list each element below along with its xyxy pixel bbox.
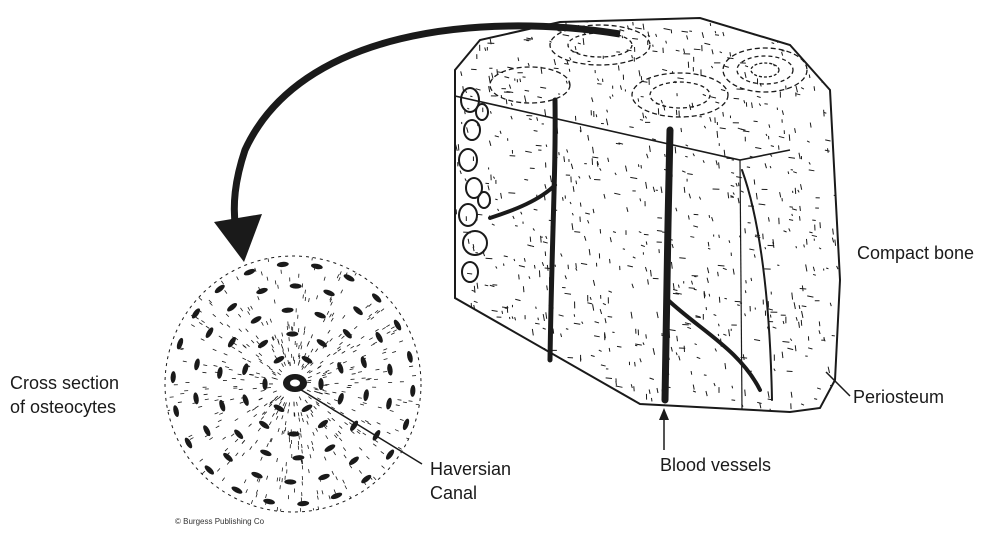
- osteocyte-lacuna: [290, 283, 302, 289]
- osteocyte-lacuna: [233, 428, 245, 440]
- osteocyte-lacuna: [385, 397, 393, 410]
- osteocyte-lacuna: [230, 485, 243, 495]
- osteocyte-lacuna: [317, 473, 330, 482]
- osteocyte-lacuna: [263, 498, 276, 505]
- osteocyte-lacuna: [172, 405, 180, 418]
- osteocyte-lacuna: [284, 479, 296, 485]
- label-periosteum: Periosteum: [853, 386, 944, 408]
- osteocyte-lacuna: [292, 455, 304, 461]
- periosteum-leader-line: [826, 372, 850, 396]
- osteocyte-lacuna: [216, 367, 223, 380]
- osteocyte-lacuna: [301, 354, 314, 365]
- osteocyte-lacuna: [363, 389, 370, 402]
- osteocyte-lacuna: [360, 473, 373, 484]
- osteocyte-lacuna: [392, 319, 402, 332]
- osteocyte-lacuna: [341, 328, 353, 340]
- osteocyte-lacuna: [213, 283, 226, 294]
- osteocyte-lacuna: [386, 363, 393, 376]
- osteocyte-lacuna: [226, 301, 239, 313]
- osteocyte-lacuna: [243, 268, 256, 277]
- osteocyte-lacuna: [218, 399, 226, 412]
- osteocyte-lacuna: [318, 378, 323, 390]
- osteocyte-lacuna: [204, 326, 215, 339]
- osteocyte-lacuna: [203, 464, 215, 476]
- osteocyte-lacuna: [259, 448, 272, 457]
- osteocyte-lacuna: [176, 337, 185, 350]
- osteocyte-lacuna: [352, 305, 364, 317]
- osteocyte-lacuna: [371, 292, 383, 304]
- blood-vessels: [490, 100, 772, 400]
- osteocyte-lacuna: [273, 354, 286, 365]
- osteocyte-lacuna: [255, 287, 268, 296]
- osteocyte-lacuna: [193, 358, 201, 371]
- osteocyte-lacuna: [250, 471, 263, 480]
- haversian-canal-mark: [283, 374, 307, 392]
- osteocyte-lacuna: [402, 418, 411, 431]
- compact-bone-block: [455, 18, 848, 420]
- osteocyte-lacuna: [337, 392, 346, 405]
- blood-vessels-arrow: [659, 408, 669, 450]
- osteon-rings-top: [490, 25, 807, 117]
- osteocyte-lacuna: [170, 371, 176, 383]
- osteocyte-lacuna: [262, 378, 267, 390]
- osteocyte-lacuna: [286, 331, 298, 336]
- osteocyte-lacuna: [277, 261, 289, 267]
- osteocyte-lacuna: [343, 273, 356, 283]
- osteocyte-lacuna: [193, 392, 200, 405]
- label-cross-section-line2: of osteocytes: [10, 396, 116, 418]
- label-compact-bone: Compact bone: [857, 242, 974, 264]
- curved-arrow: [214, 26, 620, 262]
- osteocyte-lacuna: [374, 331, 384, 344]
- osteocyte-lacuna: [317, 418, 330, 429]
- osteocyte-lacuna: [336, 361, 345, 374]
- spongy-bone-column: [459, 88, 490, 282]
- osteocyte-lacuna: [406, 350, 414, 363]
- osteocyte-lacuna: [310, 263, 323, 270]
- publisher-credit: © Burgess Publishing Co: [175, 517, 264, 527]
- label-haversian-line1: Haversian: [430, 458, 511, 480]
- osteocyte-lacuna: [301, 403, 314, 414]
- osteocyte-cross-section: [165, 256, 421, 513]
- osteocyte-lacuna: [241, 394, 250, 407]
- osteocyte-lacuna: [250, 315, 263, 325]
- osteocyte-lacuna: [241, 363, 250, 376]
- osteocyte-lacuna: [360, 356, 368, 369]
- osteocyte-lacuna: [348, 455, 361, 467]
- osteocyte-lacuna: [281, 307, 293, 313]
- label-blood-vessels: Blood vessels: [660, 454, 771, 476]
- osteocyte-lacuna: [330, 491, 343, 500]
- osteocyte-lacuna: [322, 288, 335, 297]
- osteocyte-lacuna: [297, 500, 309, 506]
- label-haversian-line2: Canal: [430, 482, 477, 504]
- osteocyte-lacuna: [222, 451, 234, 463]
- osteocyte-lacuna: [410, 385, 416, 397]
- osteocyte-lacuna: [202, 424, 212, 437]
- osteocyte-lacuna: [190, 307, 201, 320]
- osteocyte-lacuna: [384, 448, 395, 461]
- osteocyte-lacuna: [323, 443, 336, 453]
- label-cross-section-line1: Cross section: [10, 372, 119, 394]
